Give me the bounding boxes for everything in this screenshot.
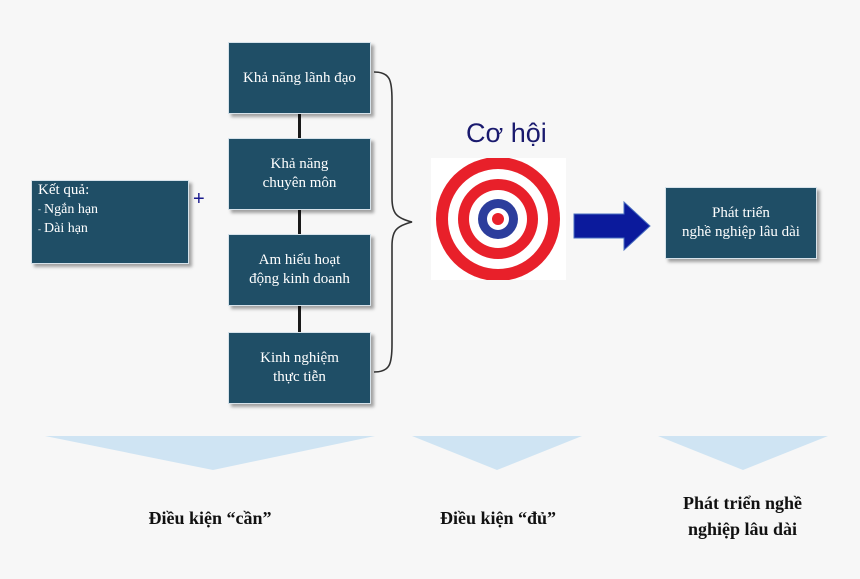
result-box: Kết quả: -Ngắn hạn -Dài hạn [31,180,189,264]
curly-brace [373,71,413,373]
trapezoid-necessary [45,436,375,470]
target-panel [431,157,566,281]
result-item-long-term: -Dài hạn [38,221,88,237]
right-arrow-icon [573,200,651,252]
trapezoid-sufficient [412,436,582,470]
plus-sign: + [193,188,205,210]
trapezoid-career [658,436,828,470]
opportunity-title: Cơ hội [466,118,547,148]
result-item-short-term: -Ngắn hạn [38,202,99,217]
skill-box-leadership: Khả năng lãnh đạo [228,42,371,114]
label-necessary-condition: Điều kiện “cần” [148,508,272,528]
label-sufficient-condition: Điều kiện “đủ” [439,508,557,528]
result-title: Kết quả: [38,182,90,198]
target-icon [436,157,560,281]
connector-line [298,110,301,350]
